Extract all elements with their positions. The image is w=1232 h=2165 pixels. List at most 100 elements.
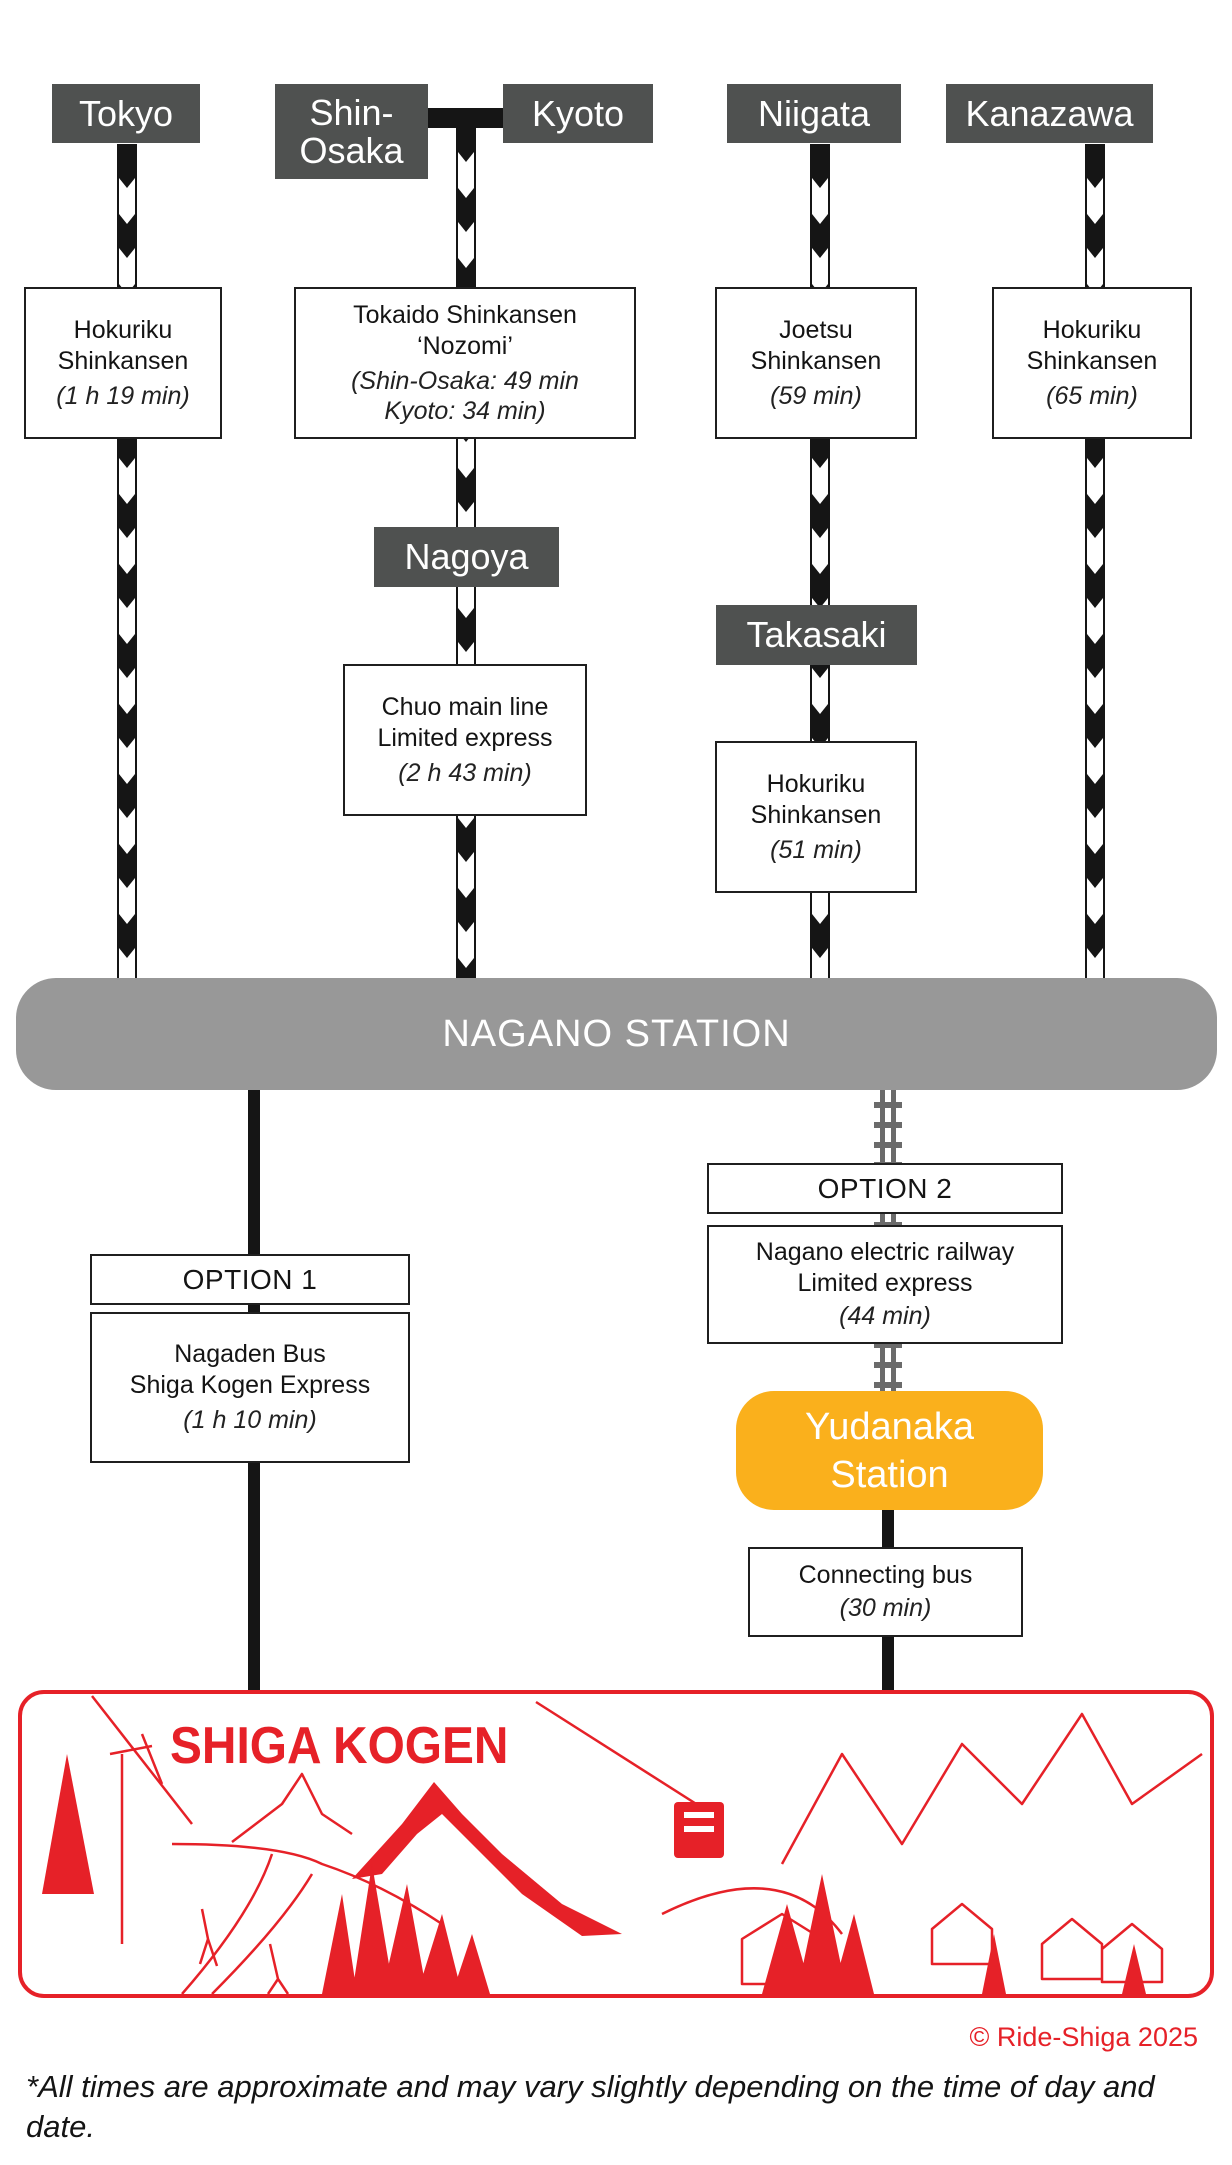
route-connecting-bus[interactable]: Connecting bus (30 min)	[748, 1547, 1023, 1637]
chairlift-cable-icon	[91, 1695, 193, 1825]
track-chevron-icon	[1087, 598, 1103, 608]
track-chevron-icon	[119, 178, 135, 188]
station-nagoya[interactable]: Nagoya	[374, 527, 559, 587]
route-tokaido-nozomi[interactable]: Tokaido Shinkansen ‘Nozomi’ (Shin-Osaka:…	[294, 287, 636, 439]
option2-label: OPTION 2	[817, 1172, 953, 1204]
track-chevron-icon	[119, 214, 135, 224]
track-chevron-icon	[119, 634, 135, 644]
track-chevron-icon	[119, 458, 135, 468]
track-chevron-icon	[119, 668, 135, 678]
track-chevron-icon	[458, 958, 474, 968]
destination-title: SHIGA KOGEN	[170, 1717, 509, 1775]
route-tokyo-hokuriku[interactable]: Hokuriku Shinkansen (1 h 19 min)	[24, 287, 222, 439]
track-chevron-icon	[458, 222, 474, 232]
route-joetsu[interactable]: Joetsu Shinkansen (59 min)	[715, 287, 917, 439]
station-kanazawa[interactable]: Kanazawa	[946, 84, 1153, 143]
track-chevron-icon	[458, 818, 474, 828]
yudanaka-station[interactable]: Yudanaka Station	[736, 1391, 1043, 1510]
route-time: (30 min)	[839, 1594, 932, 1622]
route-chuo-limited-express[interactable]: Chuo main line Limited express (2 h 43 m…	[343, 664, 587, 816]
disclaimer-note: *All times are approximate and may vary …	[26, 2069, 1155, 2144]
route-nagano-electric-railway[interactable]: Nagano electric railway Limited express …	[707, 1225, 1063, 1344]
track-chevron-icon	[1087, 844, 1103, 854]
track-chevron-icon	[458, 502, 474, 512]
kanazawa-shinkansen-track	[1085, 144, 1105, 978]
track-chevron-icon	[812, 178, 828, 188]
track-chevron-icon	[458, 852, 474, 862]
station-kyoto-label: Kyoto	[531, 92, 625, 134]
route-time: (65 min)	[1046, 381, 1138, 410]
pine-trees-icon	[322, 1864, 490, 1994]
route-name: Nagano electric railway Limited express	[755, 1238, 1015, 1297]
track-chevron-icon	[1087, 528, 1103, 538]
route-nagaden-bus[interactable]: Nagaden Bus Shiga Kogen Express (1 h 10 …	[90, 1312, 410, 1463]
route-name: Hokuriku Shinkansen	[750, 769, 882, 829]
track-chevron-icon	[812, 214, 828, 224]
track-chevron-icon	[1087, 248, 1103, 258]
mountain-icon	[352, 1782, 622, 1936]
track-chevron-icon	[458, 642, 474, 652]
track-chevron-icon	[1087, 458, 1103, 468]
track-chevron-icon	[1087, 878, 1103, 888]
route-takasaki-hokuriku[interactable]: Hokuriku Shinkansen (51 min)	[715, 741, 917, 893]
tokyo-shinkansen-track	[117, 144, 137, 978]
station-niigata[interactable]: Niigata	[727, 84, 901, 143]
track-chevron-icon	[1087, 704, 1103, 714]
track-chevron-icon	[1087, 494, 1103, 504]
track-chevron-icon	[1087, 948, 1103, 958]
station-niigata-label: Niigata	[757, 92, 871, 134]
track-chevron-icon	[119, 844, 135, 854]
station-shin-osaka[interactable]: Shin- Osaka	[275, 84, 428, 179]
track-chevron-icon	[119, 914, 135, 924]
track-chevron-icon	[458, 152, 474, 162]
route-name: Joetsu Shinkansen	[750, 315, 882, 375]
track-chevron-icon	[812, 914, 828, 924]
track-chevron-icon	[458, 922, 474, 932]
track-chevron-icon	[1087, 564, 1103, 574]
nagano-station-label: NAGANO STATION	[442, 1012, 791, 1055]
track-chevron-icon	[1087, 774, 1103, 784]
gondola-cable-icon	[535, 1700, 713, 1816]
track-chevron-icon	[812, 248, 828, 258]
track-chevron-icon	[812, 494, 828, 504]
track-chevron-icon	[119, 528, 135, 538]
route-name: Chuo main line Limited express	[377, 692, 553, 752]
route-name: Tokaido Shinkansen ‘Nozomi’	[353, 301, 577, 360]
track-chevron-icon	[812, 598, 828, 608]
route-name: Hokuriku Shinkansen	[1026, 315, 1158, 375]
route-time: (1 h 19 min)	[56, 381, 190, 410]
route-name: Connecting bus	[798, 1561, 973, 1589]
station-tokyo-label: Tokyo	[78, 92, 174, 134]
station-kyoto[interactable]: Kyoto	[503, 84, 653, 143]
route-time: (44 min)	[839, 1302, 931, 1330]
yudanaka-station-label: Yudanaka Station	[804, 1405, 975, 1496]
track-chevron-icon	[119, 564, 135, 574]
nagano-station-hub[interactable]: NAGANO STATION	[16, 978, 1217, 1090]
track-chevron-icon	[1087, 178, 1103, 188]
track-chevron-icon	[458, 188, 474, 198]
track-chevron-icon	[1087, 738, 1103, 748]
track-chevron-icon	[1087, 668, 1103, 678]
track-chevron-icon	[119, 494, 135, 504]
route-time: (2 h 43 min)	[398, 758, 532, 787]
route-time: (51 min)	[770, 835, 862, 864]
station-takasaki[interactable]: Takasaki	[716, 605, 917, 665]
ski-resort-illustration	[42, 1695, 1203, 1994]
destination-shiga-kogen[interactable]: SHIGA KOGEN	[18, 1690, 1214, 1998]
route-time: (59 min)	[770, 381, 862, 410]
station-nagoya-label: Nagoya	[404, 536, 529, 577]
station-tokyo[interactable]: Tokyo	[52, 84, 200, 143]
track-chevron-icon	[119, 774, 135, 784]
track-chevron-icon	[812, 668, 828, 678]
copyright-notice: © Ride-Shiga 2025	[969, 2022, 1198, 2052]
option2-label-box[interactable]: OPTION 2	[707, 1163, 1063, 1214]
track-chevron-icon	[812, 528, 828, 538]
station-shin-osaka-label: Shin- Osaka	[299, 91, 404, 171]
option1-label-box[interactable]: OPTION 1	[90, 1254, 410, 1305]
route-kanazawa-hokuriku[interactable]: Hokuriku Shinkansen (65 min)	[992, 287, 1192, 439]
track-chevron-icon	[812, 948, 828, 958]
route-time: (1 h 10 min)	[183, 1406, 317, 1434]
track-chevron-icon	[119, 248, 135, 258]
track-chevron-icon	[119, 948, 135, 958]
track-chevron-icon	[458, 888, 474, 898]
